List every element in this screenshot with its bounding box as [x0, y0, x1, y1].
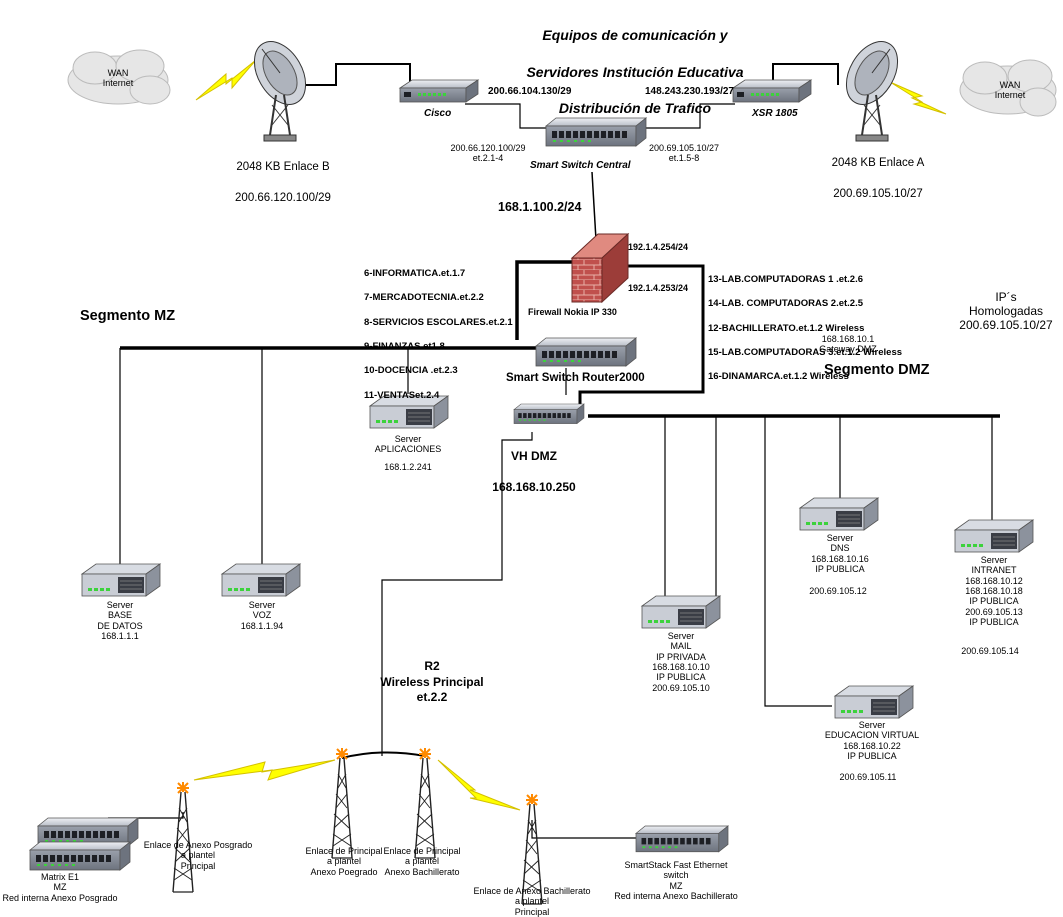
satellite-dish-icon	[253, 41, 307, 142]
cloud-icon	[67, 49, 171, 105]
server-intranet-icon	[954, 519, 1034, 553]
server-intranet-label: Server INTRANET 168.168.10.12 168.168.10…	[965, 555, 1023, 628]
title-line-3: Distribución de Trafico	[558, 99, 712, 116]
switch-central-label: Smart Switch Central	[530, 160, 631, 171]
firewall-icon	[570, 232, 630, 304]
server-dns-public-ip: 200.69.105.12	[809, 586, 867, 596]
smartstack-label: SmartStack Fast Ethernet switch MZ Red i…	[614, 860, 738, 902]
cisco-label: Cisco	[424, 108, 452, 119]
server-educacion-label: Server EDUCACION VIRTUAL 168.168.10.22 I…	[824, 720, 920, 762]
smartstack-switch-icon	[635, 825, 729, 853]
server-aplicaciones-ip: 168.1.2.241	[384, 462, 432, 472]
vlan-list-dmz: 13-LAB.COMPUTADORAS 1 .et.2.6 14-LAB. CO…	[708, 262, 902, 396]
radio-tower-icon	[414, 747, 436, 859]
vlan-item: 8-SERVICIOS ESCOLARES.et.2.1	[364, 316, 513, 328]
connection-lines	[108, 63, 1000, 839]
radio-tower-icon	[331, 747, 353, 859]
server-voz-label: Server VOZ 168.1.1.94	[240, 600, 284, 631]
tower-3-label: Enlace de Principal a plantel Anexo Bach…	[383, 846, 461, 877]
cisco-router-icon	[399, 79, 479, 103]
vh-dmz-ip: 168.168.10.250	[492, 479, 576, 494]
wan-left-label: WAN Internet	[102, 68, 134, 89]
vh-dmz-switch-icon	[513, 403, 585, 424]
firewall-ip-bottom: 192.1.4.253/24	[628, 283, 689, 293]
segment-dmz-label: Segmento DMZ	[824, 362, 930, 378]
switch-central-ip: 168.1.100.2/24	[498, 200, 582, 214]
tower-2-label: Enlace de Principal a plantel Anexo Poeg…	[305, 846, 383, 877]
link-a-ip: 200.69.105.10/27	[833, 187, 923, 200]
vh-dmz-name: VH DMZ	[510, 448, 557, 463]
wan-right-label: WAN Internet	[994, 80, 1026, 101]
server-educacion-public-ip: 200.69.105.11	[839, 772, 897, 782]
vlan-item: 9-FINANZAS.et1.8	[364, 341, 445, 353]
vlan-item: 14-LAB. COMPUTADORAS 2.et.2.5	[708, 298, 864, 310]
gateway-dmz-label: 168.168.10.1 Gateway DMZ	[819, 334, 877, 355]
firewall-ip-top: 192.1.4.254/24	[628, 242, 689, 252]
xsr-ip: 148.243.230.193/27	[645, 86, 734, 97]
vlan-item: 15-LAB.COMPUTADORAS 3.et.1.2 Wireless	[708, 347, 903, 359]
router2000-label: Smart Switch Router2000	[506, 372, 645, 384]
server-dns-label: Server DNS 168.168.10.16 IP PUBLICA	[811, 533, 869, 575]
server-educacion-icon	[834, 685, 914, 719]
server-voz-icon	[221, 563, 301, 597]
title-line-1: Equipos de comunicación y	[542, 27, 728, 44]
link-a-label: 2048 KB Enlace A 200.69.105.10/27	[832, 140, 925, 218]
switch-central-left-port: 200.66.120.100/29 et.2.1-4	[450, 143, 526, 164]
cloud-icon	[959, 59, 1057, 117]
xsr-router-icon	[732, 79, 812, 103]
vlan-item: 11-VENTASet.2.4	[364, 389, 440, 401]
xsr-label: XSR 1805	[752, 108, 798, 119]
link-a-name: 2048 KB Enlace A	[831, 156, 925, 169]
link-b-label: 2048 KB Enlace B 200.66.120.100/29	[235, 144, 331, 222]
tower-1-label: Enlace de Anexo Posgrado a plantel Princ…	[143, 840, 253, 871]
radio-tower-icon	[172, 781, 194, 893]
matrix-e1-switch-icon	[29, 841, 131, 871]
vlan-item: 6-INFORMATICA.et.1.7	[364, 268, 466, 280]
cisco-ip: 200.66.104.130/29	[488, 86, 572, 97]
vh-dmz-label: VH DMZ 168.168.10.250	[492, 433, 575, 511]
switch-central-right-port: 200.69.105.10/27 et.1.5-8	[648, 143, 720, 164]
firewall-label: Firewall Nokia IP 330	[528, 307, 617, 317]
ip-homologadas-label: IP´s Homologadas 200.69.105.10/27	[959, 290, 1053, 332]
vlan-item: 10-DOCENCIA .et.2.3	[364, 365, 458, 377]
smart-switch-router2000-icon	[535, 337, 637, 367]
vlan-list-mz: 6-INFORMATICA.et.1.7 7-MERCADOTECNIA.et.…	[364, 256, 513, 414]
server-mail-icon	[641, 595, 721, 629]
server-dns-icon	[799, 497, 879, 531]
server-intranet-public-ip: 200.69.105.14	[961, 646, 1019, 656]
server-base-datos-icon	[81, 563, 161, 597]
server-base-datos-label: Server BASE DE DATOS 168.1.1.1	[97, 600, 143, 642]
satellite-dish-icon	[845, 41, 899, 142]
link-b-ip: 200.66.120.100/29	[235, 191, 331, 204]
vlan-item: 7-MERCADOTECNIA.et.2.2	[364, 292, 484, 304]
title-line-2: Servidores Institución Educativa	[526, 63, 744, 80]
segment-mz-label: Segmento MZ	[80, 308, 176, 324]
tower-4-label: Enlace de Anexo Bachillerato a plantel P…	[473, 886, 591, 917]
server-mail-label: Server MAIL IP PRIVADA 168.168.10.10 IP …	[652, 631, 710, 693]
vlan-item: 13-LAB.COMPUTADORAS 1 .et.2.6	[708, 274, 864, 286]
diagram-title: Equipos de comunicación y Servidores Ins…	[526, 8, 743, 135]
link-b-name: 2048 KB Enlace B	[236, 160, 330, 173]
server-aplicaciones-label: Server APLICACIONES	[374, 434, 442, 455]
vlan-item: 16-DINAMARCA.et.1.2 Wireless	[708, 371, 849, 383]
vlan-item: 12-BACHILLERATO.et.1.2 Wireless	[708, 322, 865, 334]
matrix-e1-label: Matrix E1 MZ Red interna Anexo Posgrado	[2, 872, 118, 903]
wireless-principal-label: R2 Wireless Principal et.2.2	[380, 659, 484, 705]
